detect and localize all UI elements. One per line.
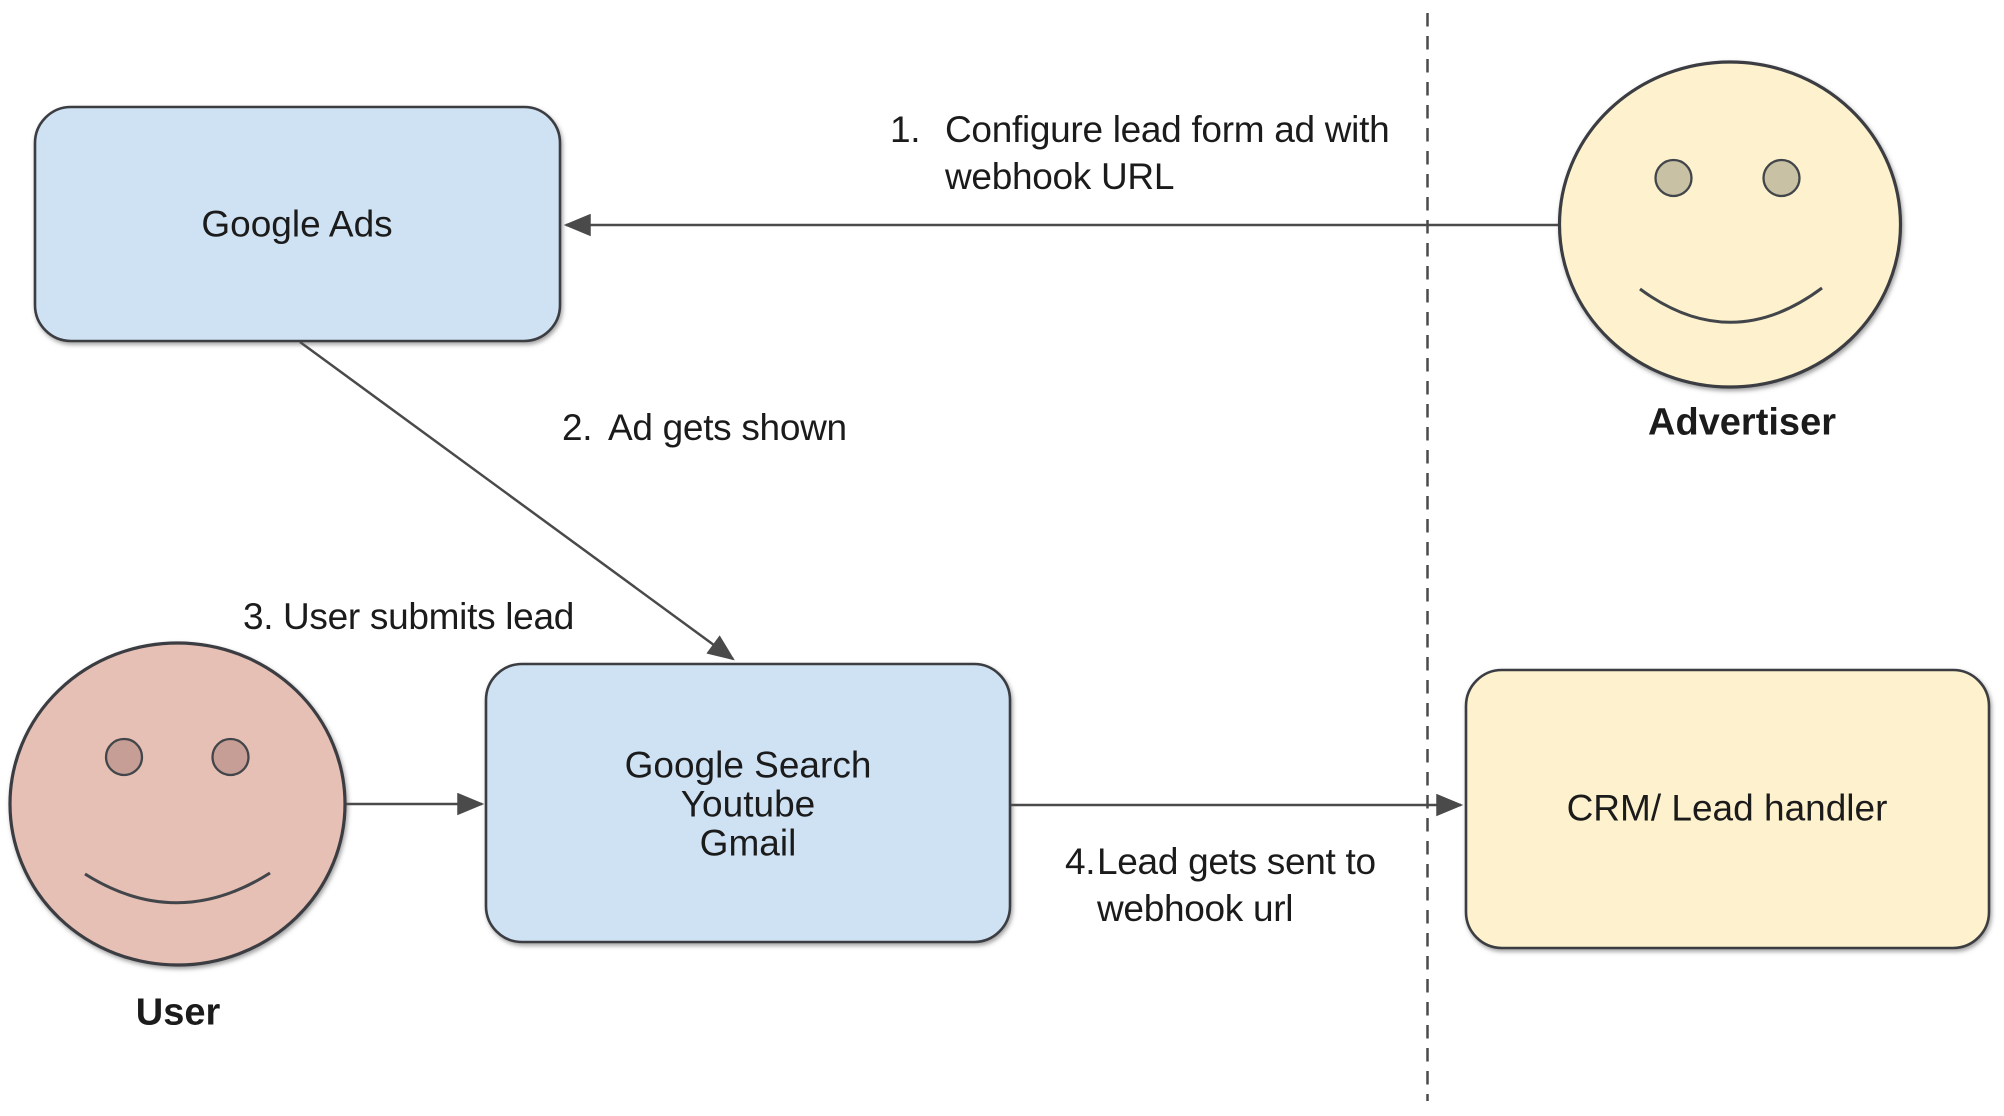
step-1-annotation: 1. Configure lead form ad with webhook U… xyxy=(890,106,1390,200)
user-eye-left xyxy=(104,737,144,777)
google-surfaces-box-shape xyxy=(484,662,1012,944)
step-1-line-2: webhook URL xyxy=(945,156,1175,197)
step-1-line-1: Configure lead form ad with xyxy=(945,109,1390,150)
step-4-annotation: 4. Lead gets sent to webhook url xyxy=(1065,838,1376,932)
user-face xyxy=(8,641,347,967)
arrow-ad-gets-shown xyxy=(299,340,735,661)
google-surfaces-box-label: Google Search Youtube Gmail xyxy=(625,746,872,863)
step-4-number: 4. xyxy=(1065,841,1096,882)
advertiser-eye-left xyxy=(1654,158,1693,198)
step-2-line-1: Ad gets shown xyxy=(608,407,847,448)
advertiser-face xyxy=(1557,60,1903,389)
advertiser-face-shape xyxy=(1557,60,1903,389)
google-surfaces-line-1: Google Search xyxy=(624,744,872,786)
advertiser-eye-right xyxy=(1762,158,1801,198)
step-4-line-2: webhook url xyxy=(1097,888,1294,929)
step-3-annotation: 3. User submits lead xyxy=(243,593,574,640)
google-ads-box-label: Google Ads xyxy=(201,203,393,245)
step-3-line-1: User submits lead xyxy=(283,596,575,637)
step-3-number: 3. xyxy=(243,596,274,637)
step-2-annotation: 2. Ad gets shown xyxy=(562,404,847,451)
advertiser-smile xyxy=(1639,286,1823,324)
google-surfaces-line-3: Gmail xyxy=(699,822,797,864)
google-ads-box-shape xyxy=(33,105,562,343)
crm-box-shape xyxy=(1464,668,1991,950)
user-face-shape xyxy=(8,641,347,967)
step-4-line-1: Lead gets sent to xyxy=(1097,841,1376,882)
step-2-number: 2. xyxy=(562,407,593,448)
user-eye-right xyxy=(211,737,250,777)
user-smile xyxy=(84,871,271,905)
crm-box-label: CRM/ Lead handler xyxy=(1566,787,1888,829)
google-surfaces-line-2: Youtube xyxy=(680,783,816,825)
advertiser-label: Advertiser xyxy=(1648,401,1836,444)
step-1-number: 1. xyxy=(890,109,921,150)
user-label: User xyxy=(135,991,221,1034)
